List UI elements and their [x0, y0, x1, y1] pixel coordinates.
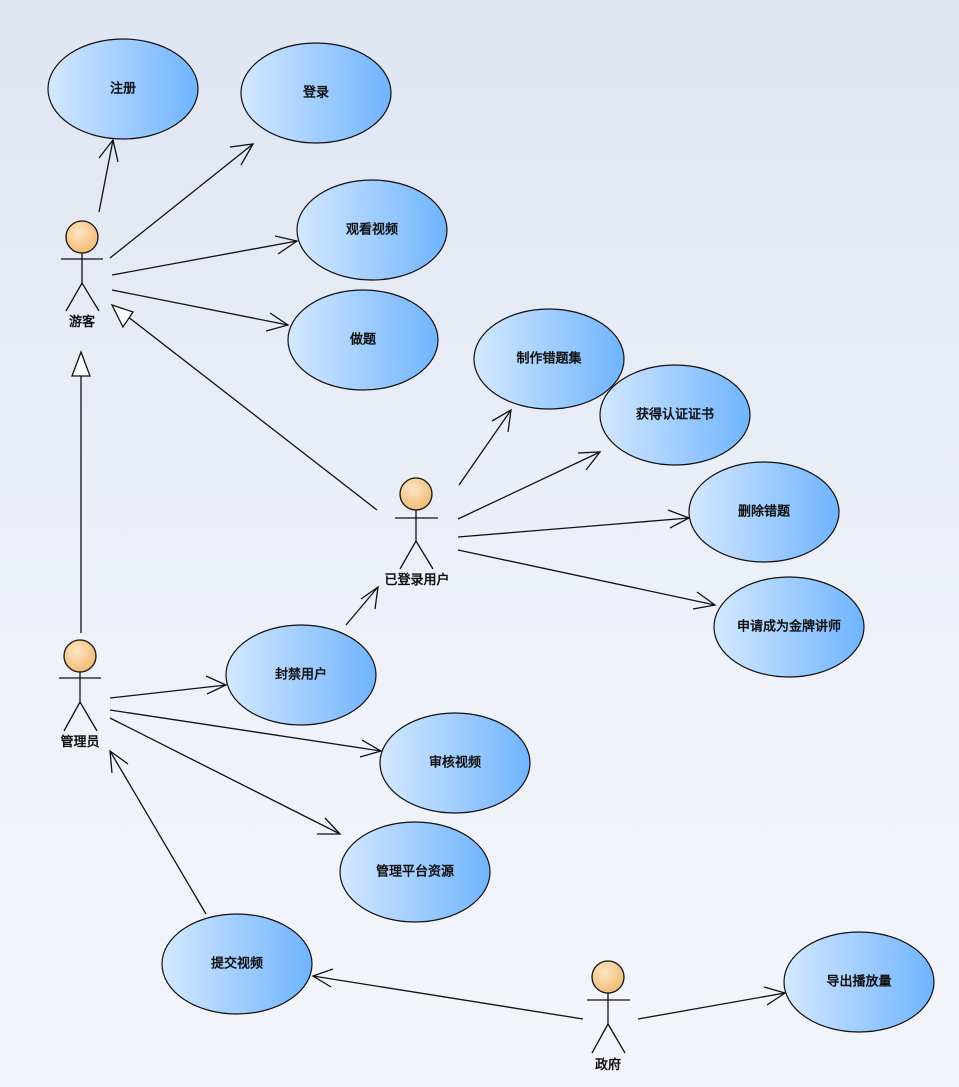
actor-admin[interactable]	[59, 639, 101, 732]
assoc-ban-user	[345, 586, 379, 626]
arrowhead-login	[229, 143, 255, 166]
assoc-gov-submit	[312, 975, 584, 1020]
actor-logged-user-head	[399, 477, 433, 511]
actor-tourist[interactable]	[61, 220, 103, 312]
usecase-apply-gold-shape[interactable]	[713, 576, 865, 678]
arrowhead-cert	[577, 451, 602, 471]
actor-government-legs	[591, 1022, 626, 1054]
usecase-export-plays-shape[interactable]	[783, 931, 935, 1033]
usecase-do-exercise-shape[interactable]	[287, 289, 439, 391]
arrowhead-gov-export	[763, 986, 787, 1006]
actor-government[interactable]	[587, 960, 630, 1054]
usecase-register-shape[interactable]	[47, 38, 199, 140]
usecase-make-wrong-set-label: 制作错题集	[516, 351, 582, 367]
assoc-admin-review	[109, 709, 382, 752]
arrowhead-ban-user	[360, 585, 379, 610]
actor-tourist-legs	[65, 281, 100, 312]
usecase-do-exercise-label: 做题	[349, 332, 377, 348]
usecase-manage-resources-label: 管理平台资源	[376, 864, 454, 880]
generalization-user-tourist	[126, 315, 378, 511]
assoc-admin-ban	[109, 684, 227, 699]
usecase-get-certificate-label: 获得认证证书	[636, 407, 714, 423]
assoc-admin-manage	[109, 717, 341, 835]
arrowhead-exercise	[265, 312, 290, 332]
assoc-user-cert	[457, 451, 601, 520]
usecase-make-wrong-set-shape[interactable]	[473, 308, 625, 410]
usecase-ban-user-label: 封禁用户	[275, 667, 327, 683]
generalization-arrowhead-user	[110, 303, 135, 329]
usecase-get-certificate-shape[interactable]	[599, 364, 751, 466]
arrowhead-review	[359, 739, 383, 758]
assoc-tourist-register	[98, 139, 114, 213]
assoc-user-delete	[457, 517, 690, 538]
usecase-review-video-shape[interactable]	[379, 712, 531, 814]
arrowhead-wrongset	[491, 408, 512, 433]
usecase-submit-video-label: 提交视频	[211, 956, 263, 972]
actor-tourist-label: 游客	[69, 314, 96, 330]
arrowhead-register	[98, 138, 119, 163]
actor-logged-user-legs	[399, 539, 434, 570]
usecase-watch-video-shape[interactable]	[296, 179, 448, 281]
arrowhead-gold	[692, 591, 717, 610]
usecase-delete-wrong-label: 删除错题	[738, 504, 791, 520]
usecase-login-label: 登录	[302, 85, 329, 101]
actor-logged-user[interactable]	[395, 477, 438, 570]
actor-admin-legs	[63, 700, 98, 732]
usecase-delete-wrong-shape[interactable]	[688, 461, 840, 563]
arrowhead-gov-submit	[311, 968, 334, 988]
assoc-submit-admin	[109, 750, 207, 915]
arrowhead-ban	[205, 675, 228, 695]
actor-tourist-head	[65, 220, 99, 254]
usecase-manage-resources-shape[interactable]	[339, 821, 491, 923]
usecase-watch-video-label: 观看视频	[346, 222, 398, 238]
assoc-user-gold	[457, 549, 716, 606]
usecase-submit-video-shape[interactable]	[161, 913, 313, 1015]
actor-admin-label: 管理员	[60, 734, 99, 750]
assoc-gov-export	[637, 992, 786, 1020]
assoc-tourist-exercise	[111, 289, 289, 326]
usecase-register-label: 注册	[110, 81, 136, 97]
actor-government-head	[591, 960, 625, 994]
actor-government-label: 政府	[595, 1057, 621, 1073]
arrowhead-manage	[317, 817, 342, 835]
assoc-tourist-watch	[111, 240, 298, 276]
usecase-review-video-label: 审核视频	[429, 755, 481, 771]
usecase-export-plays-label: 导出播放量	[826, 974, 891, 990]
assoc-tourist-login	[109, 143, 254, 259]
arrowhead-watch	[274, 235, 299, 255]
usecase-ban-user-shape[interactable]	[225, 624, 377, 726]
usecase-apply-gold-label: 申请成为金牌讲师	[737, 619, 841, 635]
assoc-user-wrongset	[458, 409, 512, 486]
actor-admin-head	[63, 639, 97, 673]
usecase-login-shape[interactable]	[240, 42, 392, 144]
arrowhead-submit-admin	[109, 749, 129, 774]
generalization-arrowhead-admin	[71, 350, 91, 377]
actor-logged-user-label: 已登录用户	[384, 572, 449, 588]
